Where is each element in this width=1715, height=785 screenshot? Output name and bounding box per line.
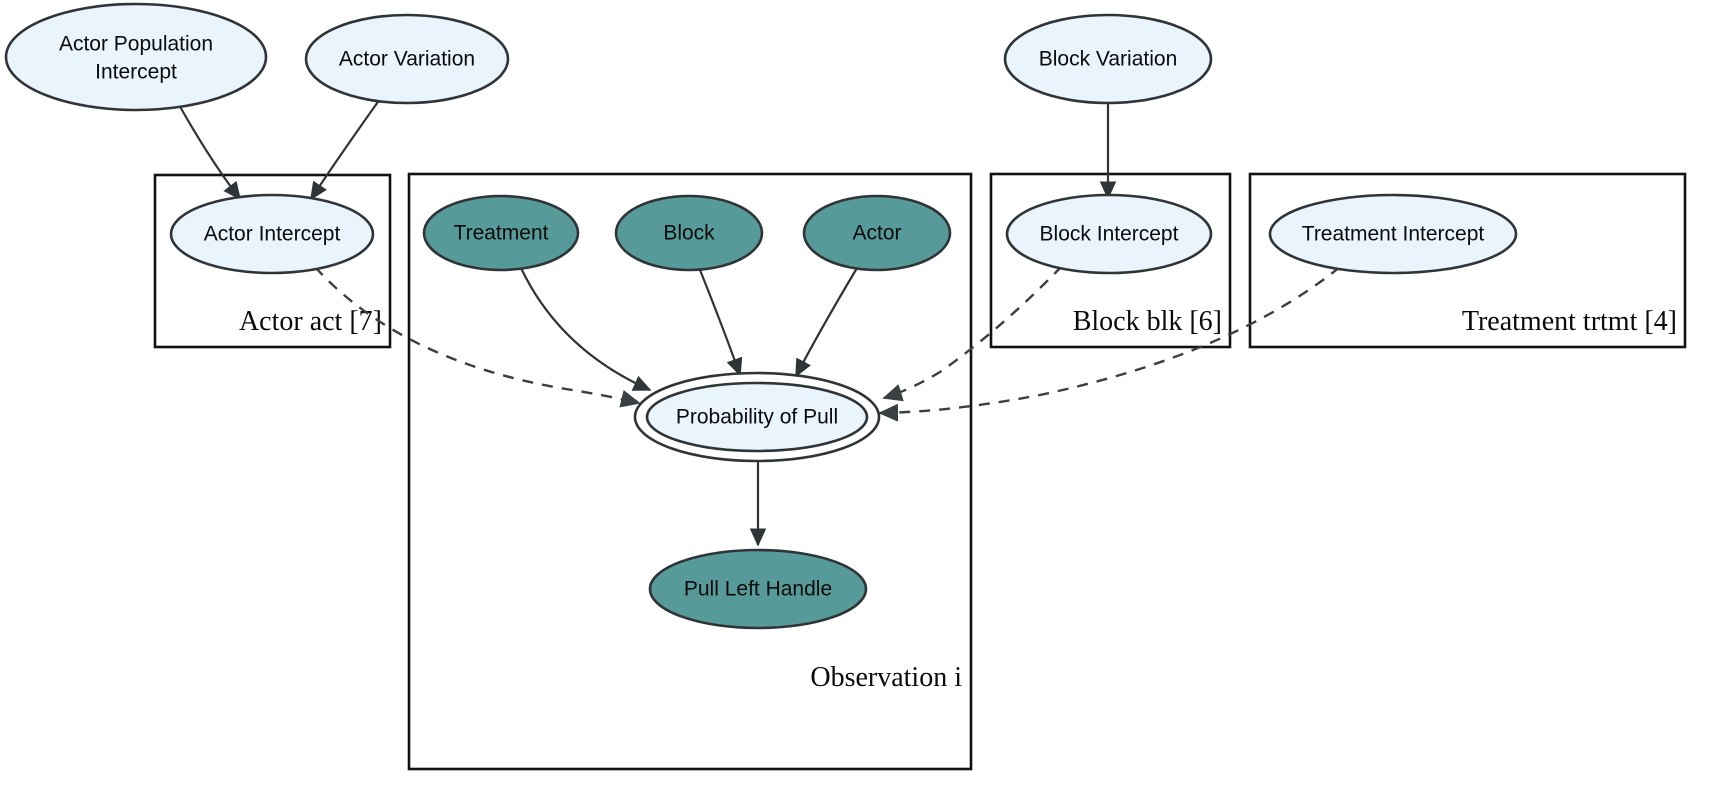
node-treatment-shape[interactable]	[422, 194, 580, 272]
edge-treatment-to-probability-of-pull	[520, 267, 652, 392]
plate-block-label: Block blk [6]	[1073, 306, 1222, 337]
node-block-variation[interactable]: Block Variation	[1003, 13, 1213, 105]
node-block-label: Block	[663, 222, 715, 245]
node-actor-variation-shape[interactable]	[304, 13, 510, 105]
node-block-intercept-shape[interactable]	[1005, 193, 1213, 275]
plate-observation-label: Observation i	[810, 662, 962, 693]
plate-observation: Observation i	[407, 172, 973, 771]
node-block-shape[interactable]	[614, 194, 764, 272]
node-block-intercept-label: Block Intercept	[1040, 223, 1179, 246]
node-actor-population-intercept-label-line1: Actor Population	[59, 33, 213, 56]
edge-actor-population-intercept-to-actor-intercept	[177, 102, 242, 201]
node-actor-intercept-shape[interactable]	[169, 193, 375, 275]
node-block[interactable]: Block	[614, 194, 764, 272]
edge-actor-variation-to-actor-intercept	[310, 98, 381, 201]
node-probability-of-pull[interactable]: Probability of Pull	[633, 371, 881, 463]
edge-block-intercept-to-probability-of-pull	[882, 265, 1063, 402]
node-actor-variation[interactable]: Actor Variation	[304, 13, 510, 105]
node-treatment-intercept-label: Treatment Intercept	[1302, 223, 1485, 246]
node-actor[interactable]: Actor	[802, 194, 952, 272]
plate-treatment: Treatment trtmt [4]	[1248, 172, 1687, 349]
plate-actor-rect	[153, 173, 392, 349]
edges-layer	[177, 98, 1341, 547]
edge-actor-intercept-to-probability-of-pull	[314, 266, 641, 408]
node-pull-left-handle-shape[interactable]	[648, 548, 868, 630]
node-probability-of-pull-shape[interactable]	[645, 381, 869, 453]
node-actor-variation-label: Actor Variation	[339, 48, 475, 71]
plates-layer: Actor act [7] Observation i Block blk [6…	[153, 172, 1687, 771]
edge-block-to-probability-of-pull	[698, 269, 743, 377]
node-actor-population-intercept-label-line2: Intercept	[95, 61, 177, 84]
node-block-variation-shape[interactable]	[1003, 13, 1213, 105]
node-block-intercept[interactable]: Block Intercept	[1005, 193, 1213, 275]
node-actor-population-intercept[interactable]: Actor Population Intercept	[4, 2, 268, 112]
node-actor-intercept-label: Actor Intercept	[204, 223, 341, 246]
plate-block: Block blk [6]	[989, 172, 1232, 349]
node-pull-left-handle-label: Pull Left Handle	[684, 578, 832, 601]
node-treatment[interactable]: Treatment	[422, 194, 580, 272]
plate-treatment-rect	[1248, 172, 1687, 349]
plate-actor: Actor act [7]	[153, 173, 392, 349]
plate-block-rect	[989, 172, 1232, 349]
node-actor-shape[interactable]	[802, 194, 952, 272]
node-probability-of-pull-label: Probability of Pull	[676, 406, 838, 429]
node-actor-label: Actor	[852, 222, 901, 245]
plate-treatment-label: Treatment trtmt [4]	[1462, 306, 1677, 337]
node-pull-left-handle[interactable]: Pull Left Handle	[648, 548, 868, 630]
node-treatment-label: Treatment	[454, 222, 549, 245]
node-treatment-intercept-shape[interactable]	[1268, 193, 1518, 275]
node-treatment-intercept[interactable]: Treatment Intercept	[1268, 193, 1518, 275]
edge-actor-to-probability-of-pull	[795, 267, 858, 378]
node-actor-population-intercept-shape[interactable]	[4, 2, 268, 112]
node-actor-intercept[interactable]: Actor Intercept	[169, 193, 375, 275]
nodes-layer: Actor Population Intercept Actor Variati…	[4, 2, 1518, 630]
edge-treatment-intercept-to-probability-of-pull	[878, 266, 1341, 422]
node-block-variation-label: Block Variation	[1039, 48, 1178, 71]
plate-observation-rect	[407, 172, 973, 771]
plate-actor-label: Actor act [7]	[239, 306, 382, 337]
